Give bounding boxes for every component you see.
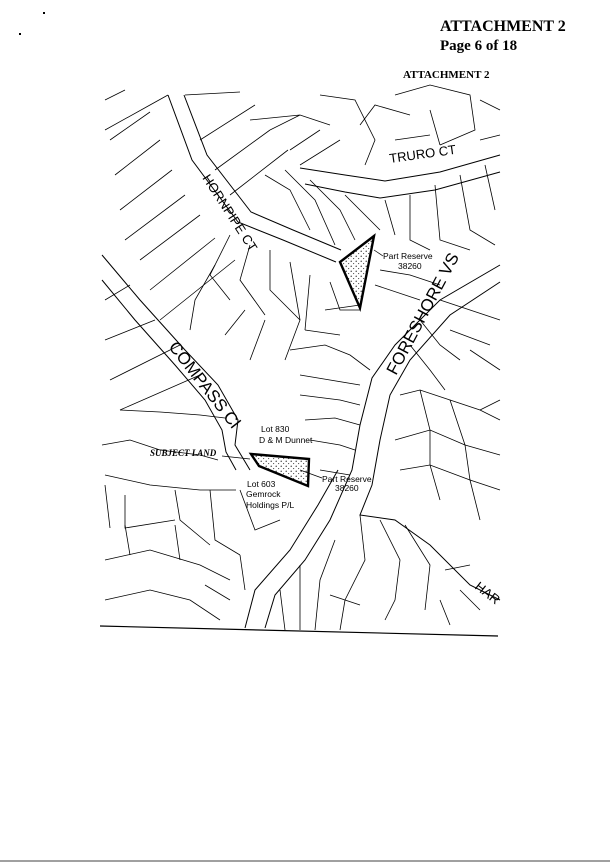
hornpipe-ct-label: HORNPIPE CT: [199, 171, 260, 254]
map-bottom-border: [99, 625, 499, 637]
reserve-north-leader: [373, 249, 384, 257]
harbour-street-label: HAR: [472, 579, 503, 608]
reserve-south-label: Part Reserve: [322, 474, 372, 484]
truro-ct-label: TRURO CT: [388, 142, 457, 166]
lot-boundaries-south-west: [101, 409, 281, 621]
page-number: Page 6 of 18: [440, 38, 518, 54]
reserve-north-label: Part Reserve: [383, 251, 433, 261]
subject-land-label: SUBJECT LAND: [150, 448, 217, 458]
reserve-south-leader: [299, 469, 323, 479]
lot-boundaries-south-east: [279, 299, 501, 631]
scan-speck: [19, 33, 21, 35]
reserve-south-number: 38260: [335, 483, 359, 493]
lot-603-label: Lot 603: [247, 479, 276, 489]
reserve-north-number: 38260: [398, 261, 422, 271]
hornpipe-ct-road: [167, 94, 342, 263]
attachment-subtitle: ATTACHMENT 2: [403, 69, 490, 81]
attachment-title: ATTACHMENT 2: [440, 18, 566, 35]
foreshore-vs-road: [244, 264, 501, 629]
foreshore-vs-label: FORESHORE VS: [383, 250, 463, 378]
lot-boundaries: [104, 84, 501, 321]
truro-ct-road: [299, 154, 501, 199]
lot-830-owner: D & M Dunnet: [259, 435, 313, 445]
lot-boundaries-middle: [104, 234, 371, 411]
subject-land-pointer: [221, 455, 251, 460]
compass-cl-road: [101, 254, 251, 471]
scan-speck: [43, 12, 45, 14]
reserve-north-parcel: [338, 233, 376, 313]
lot-603-owner-line1: Gemrock: [246, 489, 281, 499]
lot-830-label: Lot 830: [261, 424, 290, 434]
lot-603-owner-line2: Holdings P/L: [246, 500, 294, 510]
subject-land-parcel: [248, 452, 311, 488]
